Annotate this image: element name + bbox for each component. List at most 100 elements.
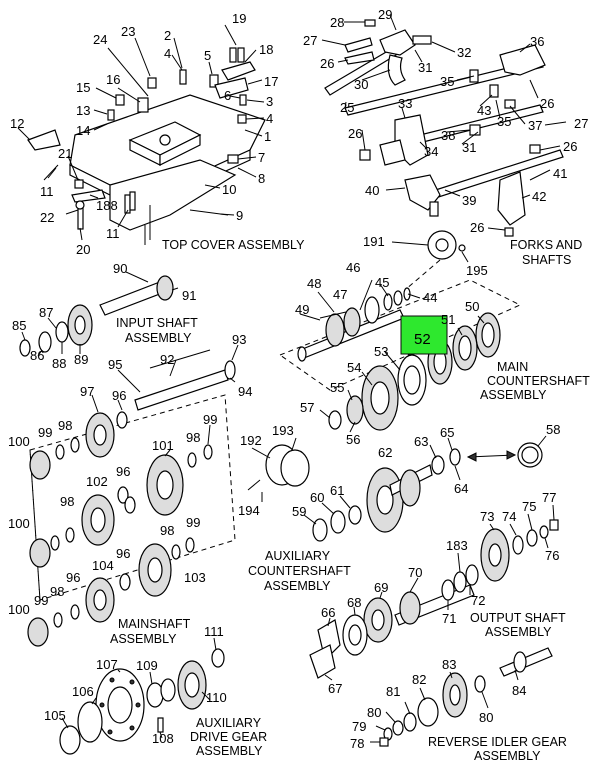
callout-28: 28 bbox=[330, 15, 344, 30]
callout-39: 39 bbox=[462, 193, 476, 208]
callout-110: 110 bbox=[206, 690, 227, 705]
callout-8: 8 bbox=[258, 171, 265, 186]
callout-26b: 26 bbox=[540, 96, 554, 111]
callout-26: 26 bbox=[320, 56, 334, 71]
callout-44: 44 bbox=[423, 290, 437, 305]
main-cs-label-2: COUNTERSHAFT bbox=[487, 374, 590, 388]
callout-98d: 98 bbox=[160, 523, 174, 538]
callout-97: 97 bbox=[80, 384, 94, 399]
callout-107: 107 bbox=[96, 657, 118, 672]
reverse-idler-group bbox=[370, 647, 553, 747]
callout-18: 18 bbox=[259, 42, 273, 57]
callout-35: 35 bbox=[440, 74, 454, 89]
callout-26e: 26 bbox=[470, 220, 484, 235]
callout-105: 105 bbox=[44, 708, 66, 723]
callout-1: 1 bbox=[264, 129, 271, 144]
forks-callouts: 28 29 27 32 26 31 36 30 35 25 26 33 43 3… bbox=[303, 7, 588, 267]
mainshaft-label-1: MAINSHAFT bbox=[118, 617, 191, 631]
callout-55: 55 bbox=[330, 380, 344, 395]
callout-67: 67 bbox=[328, 681, 342, 696]
callout-21: 21 bbox=[58, 146, 72, 161]
callout-68: 68 bbox=[347, 595, 361, 610]
callout-14: 14 bbox=[76, 123, 90, 138]
callout-111: 111 bbox=[204, 624, 224, 639]
callout-98b: 98 bbox=[186, 430, 200, 445]
callout-27b: 27 bbox=[574, 116, 588, 131]
callout-50: 50 bbox=[465, 299, 479, 314]
callout-71: 71 bbox=[442, 611, 456, 626]
top-cover-group bbox=[17, 24, 266, 245]
callout-98c: 98 bbox=[60, 494, 74, 509]
callout-20: 20 bbox=[76, 242, 90, 257]
callout-46: 46 bbox=[346, 260, 360, 275]
callout-194: 194 bbox=[238, 503, 260, 518]
callout-195: 195 bbox=[466, 263, 488, 278]
top-cover-callouts: 19 2 23 24 4 5 18 17 16 15 13 14 12 6 3 … bbox=[10, 11, 305, 257]
callout-57: 57 bbox=[300, 400, 314, 415]
aux-drive-label-1: AUXILIARY bbox=[196, 716, 262, 730]
callout-106: 106 bbox=[72, 684, 94, 699]
callout-49: 49 bbox=[295, 302, 309, 317]
callout-76: 76 bbox=[545, 548, 559, 563]
callout-41: 41 bbox=[553, 166, 567, 181]
callout-100b: 100 bbox=[8, 516, 30, 531]
callout-92: 92 bbox=[160, 352, 174, 367]
forks-shafts-group bbox=[321, 14, 567, 237]
callout-37: 37 bbox=[528, 118, 542, 133]
main-cs-label-3: ASSEMBLY bbox=[480, 388, 547, 402]
callout-100c: 100 bbox=[8, 602, 30, 617]
callout-99: 99 bbox=[38, 425, 52, 440]
callout-9: 9 bbox=[236, 208, 243, 223]
callout-188: 188 bbox=[96, 198, 118, 213]
callout-75: 75 bbox=[522, 499, 536, 514]
callout-84: 84 bbox=[512, 683, 526, 698]
part-52-label: 52 bbox=[414, 331, 431, 348]
callout-47: 47 bbox=[333, 287, 347, 302]
callout-64: 64 bbox=[454, 481, 468, 496]
callout-88: 88 bbox=[52, 356, 66, 371]
callout-77: 77 bbox=[542, 490, 556, 505]
callout-43: 43 bbox=[477, 103, 491, 118]
callout-58: 58 bbox=[546, 422, 560, 437]
callout-48: 48 bbox=[307, 276, 321, 291]
forks-assembly-label-2: SHAFTS bbox=[522, 253, 571, 267]
aux-cs-label-2: COUNTERSHAFT bbox=[248, 564, 351, 578]
callout-101: 101 bbox=[152, 438, 174, 453]
callout-90: 90 bbox=[113, 261, 127, 276]
callout-4b: 4 bbox=[266, 111, 273, 126]
callout-27: 27 bbox=[303, 33, 317, 48]
callout-96c: 96 bbox=[116, 546, 130, 561]
aux-countershaft-callouts: 192 193 194 58 65 63 62 64 59 60 61 AUXI… bbox=[238, 422, 560, 593]
callout-15: 15 bbox=[76, 80, 90, 95]
callout-33: 33 bbox=[398, 96, 412, 111]
mainshaft-callouts: 92 93 95 94 97 96 99 98 100 101 98 99 10… bbox=[8, 332, 252, 646]
rev-idler-label-2: ASSEMBLY bbox=[474, 749, 541, 761]
callout-66: 66 bbox=[321, 605, 335, 620]
callout-11a: 11 bbox=[40, 184, 54, 199]
callout-94: 94 bbox=[238, 384, 252, 399]
callout-96d: 96 bbox=[66, 570, 80, 585]
callout-95: 95 bbox=[108, 357, 122, 372]
callout-5: 5 bbox=[204, 48, 211, 63]
callout-99d: 99 bbox=[34, 593, 48, 608]
main-countershaft-callouts: 191 195 48 46 45 44 47 49 50 51 52 53 54… bbox=[295, 234, 590, 447]
main-countershaft-group bbox=[278, 230, 522, 433]
callout-69: 69 bbox=[374, 580, 388, 595]
callout-96: 96 bbox=[112, 388, 126, 403]
callout-89: 89 bbox=[74, 352, 88, 367]
callout-99c: 99 bbox=[186, 515, 200, 530]
top-cover-assembly-label: TOP COVER ASSEMBLY bbox=[162, 238, 305, 252]
callout-60: 60 bbox=[310, 490, 324, 505]
callout-10: 10 bbox=[222, 182, 236, 197]
callout-99b: 99 bbox=[203, 412, 217, 427]
callout-104: 104 bbox=[92, 558, 114, 573]
callout-32: 32 bbox=[457, 45, 471, 60]
callout-80b: 80 bbox=[479, 710, 493, 725]
callout-86: 86 bbox=[30, 348, 44, 363]
callout-191: 191 bbox=[363, 234, 385, 249]
callout-65: 65 bbox=[440, 425, 454, 440]
aux-cs-label-3: ASSEMBLY bbox=[264, 579, 331, 593]
aux-drive-callouts: 111 107 109 106 110 105 108 AUXILIARY DR… bbox=[44, 624, 267, 758]
main-cs-label-1: MAIN bbox=[497, 360, 528, 374]
